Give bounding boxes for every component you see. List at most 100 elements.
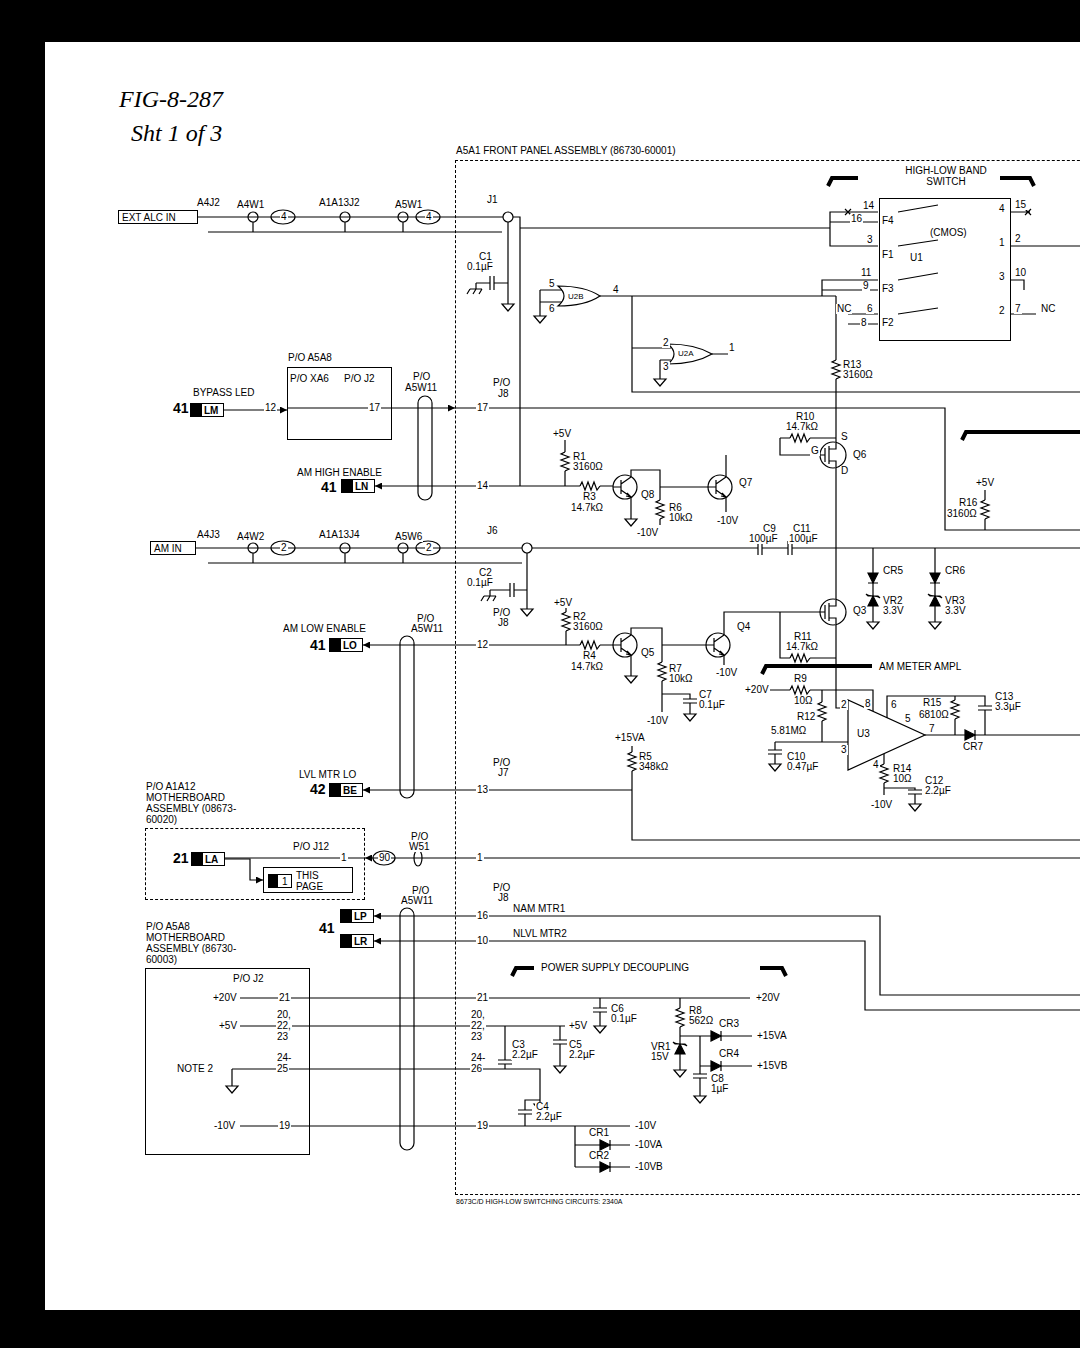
diode-symbol: [600, 573, 975, 1172]
node-title: LO: [343, 640, 357, 651]
resistor-symbol: [832, 360, 840, 379]
part-label: 12: [264, 403, 277, 413]
part-label: D: [840, 466, 849, 476]
part-label: 90: [378, 853, 391, 863]
part-label: 3: [998, 272, 1006, 282]
part-label: 20,: [470, 1010, 486, 1020]
cable-bundle: [400, 908, 414, 1150]
part-label: P/O: [492, 378, 511, 388]
part-label: A5W11: [400, 896, 434, 906]
part-label: CR3: [718, 1019, 740, 1029]
capacitor-symbol: [683, 699, 697, 703]
connector-number: 41: [320, 480, 338, 495]
part-label: 100µF: [788, 534, 819, 544]
cable-bundle: [400, 396, 432, 1150]
part-label: 4: [872, 760, 880, 770]
band-switch-ic: HIGH-LOW BAND SWITCH(CMOS)U1: [879, 198, 1011, 341]
part-label: CR1: [588, 1128, 610, 1138]
part-label: 0.1µF: [610, 1014, 638, 1024]
part-label: 3160Ω: [946, 509, 978, 519]
part-label: A4W2: [236, 532, 265, 542]
part-label: R3: [582, 492, 597, 502]
capacitor-symbol: [978, 706, 992, 710]
part-label: 5.81MΩ: [770, 726, 807, 736]
part-label: A5W1: [394, 200, 423, 210]
ground-symbol: [625, 515, 637, 526]
node-text: P/O J2: [344, 373, 375, 384]
connector-number: 41: [309, 638, 327, 653]
ground-symbol: [929, 618, 941, 629]
figure-note: Sht 1 of 3: [130, 120, 223, 146]
section-bar: [760, 968, 786, 976]
part-label: Q3: [852, 606, 867, 616]
wire-connector: [310, 997, 455, 998]
part-label: -10V: [870, 800, 893, 810]
part-label: C6: [610, 1004, 625, 1014]
coax-connector: [398, 212, 408, 222]
capacitor-symbol: [490, 276, 494, 290]
diode-symbol: [673, 1042, 687, 1054]
part-label: 19: [278, 1121, 291, 1131]
wire-connector: [374, 915, 455, 916]
node-title: A5A1 FRONT PANEL ASSEMBLY (86730-60001): [456, 145, 676, 156]
node-title: LR: [354, 936, 367, 947]
part-label: A5W6: [394, 532, 423, 542]
ground-symbol: [502, 300, 514, 311]
part-label: 10: [476, 936, 489, 946]
section-bar: [962, 432, 1080, 440]
cable-bundle: [400, 636, 414, 798]
part-label: -10V: [213, 1121, 236, 1131]
diode-symbol: [868, 573, 878, 583]
section-bar: [512, 178, 1080, 976]
part-label: 3.3µF: [994, 702, 1022, 712]
wire-connector: [374, 940, 455, 941]
ground-symbol: [769, 760, 781, 771]
part-label: 3: [662, 362, 670, 372]
capacitor-symbol: [490, 276, 992, 1114]
part-label: C2: [478, 568, 493, 578]
part-label: 2: [425, 543, 433, 553]
part-label: 6: [890, 700, 898, 710]
part-label: NC: [1040, 304, 1056, 314]
wire-connector: [225, 859, 263, 880]
node-title: P/O A5A8 MOTHERBOARD ASSEMBLY (86730-600…: [146, 921, 258, 965]
coax-connector: [340, 543, 350, 553]
part-label: Q4: [736, 622, 751, 632]
logic-gate: [558, 286, 712, 364]
resistor-symbol: [561, 360, 989, 1027]
transistor-symbol: [708, 475, 732, 499]
part-label: -10V: [636, 528, 659, 538]
node-title: AM IN: [154, 543, 182, 554]
transistor-symbol: [613, 442, 846, 657]
wire-connector: [363, 644, 455, 645]
part-label: VR3: [944, 596, 965, 606]
part-label: -10VA: [634, 1140, 663, 1150]
part-label: 2.2µF: [568, 1050, 596, 1060]
resistor-symbol: [580, 482, 600, 490]
part-label: AM METER AMPL: [878, 662, 962, 672]
part-label: 2: [840, 700, 848, 710]
part-label: U3: [856, 729, 871, 739]
part-label: R13: [842, 360, 862, 370]
part-label: 0.1µF: [698, 700, 726, 710]
part-label: P/O: [492, 608, 511, 618]
part-label: 348kΩ: [638, 762, 669, 772]
part-label: -10V: [634, 1121, 657, 1131]
part-label: +20V: [755, 993, 781, 1003]
connector-code-box: LR: [340, 934, 374, 948]
coax-connector: [248, 543, 258, 553]
part-label: F4: [881, 216, 895, 226]
part-label: R6: [668, 503, 683, 513]
part-label: 2.2µF: [535, 1112, 563, 1122]
node-title: P/O A5A8: [288, 352, 332, 363]
part-label: A5W11: [404, 383, 438, 393]
part-label: S: [840, 432, 849, 442]
capacitor-symbol: [518, 1110, 532, 1114]
part-label: +5V: [552, 429, 572, 439]
section-bar: [828, 178, 858, 186]
coax-connector: [248, 210, 532, 866]
part-label: 17: [476, 403, 489, 413]
footer-note: 8673C/D HIGH-LOW SWITCHING CIRCUITS: 234…: [455, 1198, 623, 1206]
part-label: -10V: [716, 516, 739, 526]
part-label: LVL MTR LO: [298, 770, 357, 780]
